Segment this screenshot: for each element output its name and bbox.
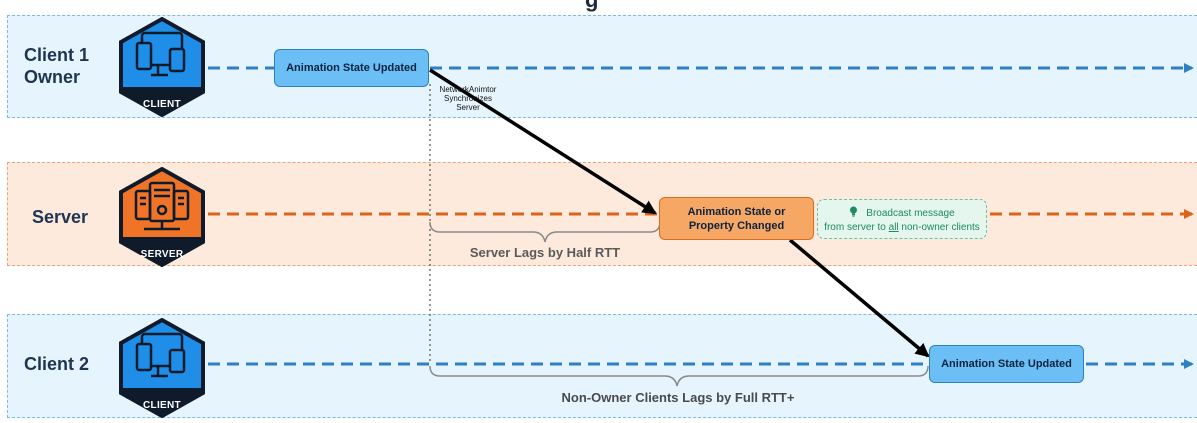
client-lag-label: Non-Owner Clients Lags by Full RTT+ bbox=[561, 390, 795, 405]
client2-icon-caption: CLIENT bbox=[143, 400, 181, 411]
server-label: Server bbox=[32, 207, 89, 227]
diagram-title-fragment: g bbox=[585, 0, 598, 13]
lightbulb-icon bbox=[849, 206, 858, 221]
sync-arrow-to-server bbox=[429, 68, 657, 215]
broadcast-line1: Broadcast message bbox=[818, 206, 986, 221]
sync-note: NetworkAnimtor Synchronizes Server bbox=[428, 85, 508, 112]
sync-note-line2: Synchronizes bbox=[443, 94, 493, 103]
client1-icon-caption: CLIENT bbox=[143, 99, 181, 110]
client1-label: Client 1 bbox=[24, 45, 90, 65]
server-rack-icon: SERVER bbox=[118, 166, 206, 268]
client1-animation-state-box: Animation State Updated bbox=[274, 49, 429, 87]
server-animation-state-box: Animation State or Property Changed bbox=[659, 197, 814, 240]
client2-label: Client 2 bbox=[24, 354, 90, 374]
client2-device-icon: CLIENT bbox=[118, 317, 206, 419]
sync-arrow-to-client2 bbox=[788, 238, 930, 358]
client-lag-brace bbox=[429, 365, 929, 387]
client1-device-icon: CLIENT bbox=[118, 16, 206, 118]
client1-owner-label: Client 1 Owner bbox=[24, 44, 89, 88]
owner-label: Owner bbox=[24, 67, 81, 87]
server-lag-brace bbox=[429, 221, 661, 243]
broadcast-line2: from server to all non-owner clients bbox=[818, 221, 986, 234]
sync-note-line1: NetworkAnimtor bbox=[439, 85, 497, 94]
client2-animation-state-label: Animation State Updated bbox=[941, 358, 1072, 370]
client2-animation-state-box: Animation State Updated bbox=[929, 345, 1084, 383]
server-state-line2: Property Changed bbox=[688, 219, 785, 232]
sync-note-line3: Server bbox=[456, 103, 480, 112]
server-state-line1: Animation State or bbox=[687, 205, 786, 218]
client1-animation-state-label: Animation State Updated bbox=[286, 62, 417, 74]
broadcast-line2-emphasis: all bbox=[888, 222, 899, 233]
broadcast-note: Broadcast message from server to all non… bbox=[817, 199, 987, 239]
server-icon-caption: SERVER bbox=[140, 249, 184, 260]
broadcast-line1-text: Broadcast message bbox=[866, 208, 955, 219]
broadcast-line2-suffix: non-owner clients bbox=[898, 222, 980, 233]
broadcast-line2-prefix: from server to bbox=[824, 222, 889, 233]
server-lag-label: Server Lags by Half RTT bbox=[469, 245, 621, 260]
connector-layer bbox=[208, 63, 1194, 387]
